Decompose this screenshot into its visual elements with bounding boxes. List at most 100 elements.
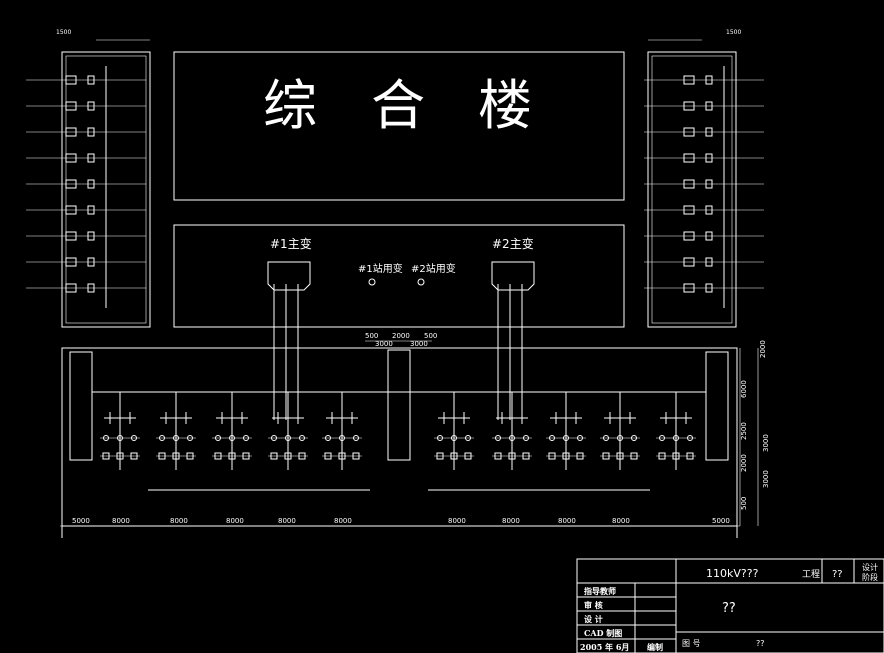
dim-center-mid-2: 3000 xyxy=(410,340,428,348)
rack-disconnector xyxy=(87,101,95,111)
main-transformer-1-label: #1主变 xyxy=(270,236,312,251)
bay-ct-symbol xyxy=(229,435,235,441)
rack-disconnector xyxy=(87,153,95,163)
transformer-yard xyxy=(173,224,625,328)
dim-bottom-11: 5000 xyxy=(712,517,730,525)
main-transformer-2-label: #2主变 xyxy=(492,236,534,251)
bay-ct-symbol xyxy=(299,435,305,441)
bay-ct-symbol xyxy=(673,435,679,441)
bay-switch-symbol xyxy=(562,452,570,460)
building-char-1: 综 xyxy=(263,74,317,137)
rack-breaker xyxy=(683,153,695,163)
rack-disconnector xyxy=(87,205,95,215)
rack-disconnector xyxy=(87,127,95,137)
bay-ct-symbol xyxy=(687,435,693,441)
bay-ct-symbol xyxy=(523,435,529,441)
bay-switch-symbol xyxy=(352,452,360,460)
row-review: 审 核 xyxy=(584,600,603,610)
rack-disconnector xyxy=(705,127,713,137)
rack-breaker xyxy=(683,205,695,215)
rack-disconnector xyxy=(705,101,713,111)
bay-ct-symbol xyxy=(173,435,179,441)
project-label: 工程 xyxy=(802,569,820,580)
rack-breaker xyxy=(683,127,695,137)
right-bay-frame xyxy=(647,51,737,328)
bay-switch-symbol xyxy=(172,452,180,460)
left-feeder-bays xyxy=(100,392,362,470)
bay-ct-symbol xyxy=(271,435,277,441)
bay-switch-symbol xyxy=(214,452,222,460)
rack-disconnector xyxy=(87,75,95,85)
building-outline xyxy=(173,51,625,201)
dim-right-4: 3000 xyxy=(762,434,770,452)
bay-switch-symbol xyxy=(658,452,666,460)
bay-switch-symbol xyxy=(186,452,194,460)
bay-ct-symbol xyxy=(103,435,109,441)
row-cad: CAD 制图 xyxy=(584,628,622,638)
stage-sub: 阶段 xyxy=(862,572,878,582)
bay-ct-symbol xyxy=(353,435,359,441)
rack-disconnector xyxy=(705,283,713,293)
bay-ct-symbol xyxy=(631,435,637,441)
dim-bottom-4: 8000 xyxy=(226,517,244,525)
bay-switch-symbol xyxy=(576,452,584,460)
rack-breaker xyxy=(65,205,77,215)
bay-switch-symbol xyxy=(450,452,458,460)
building-char-3: 楼 xyxy=(478,74,532,137)
station-transformer-1-label: #1站用变 xyxy=(358,262,403,275)
dim-right-6: 3000 xyxy=(762,470,770,488)
project-name: 110kV??? xyxy=(706,567,759,580)
bay-ct-symbol xyxy=(437,435,443,441)
bay-switch-symbol xyxy=(508,452,516,460)
bay-switch-symbol xyxy=(548,452,556,460)
stage-label: 设计 xyxy=(862,562,878,572)
rack-breaker xyxy=(683,231,695,241)
bay-switch-symbol xyxy=(464,452,472,460)
project-value: ?? xyxy=(832,569,843,580)
bay-switch-symbol xyxy=(228,452,236,460)
date-text: 2005 年 6月 xyxy=(580,642,629,652)
bay-switch-symbol xyxy=(242,452,250,460)
bay-ct-symbol xyxy=(659,435,665,441)
rack-disconnector xyxy=(87,179,95,189)
dim-bottom-7: 8000 xyxy=(448,517,466,525)
rack-breaker xyxy=(65,75,77,85)
dim-right-5: 2000 xyxy=(740,454,748,472)
dim-top-left: 1500 xyxy=(56,29,71,36)
rack-disconnector xyxy=(87,257,95,267)
bay-ct-symbol xyxy=(577,435,583,441)
drawing-no: ?? xyxy=(756,639,765,648)
bay-ct-symbol xyxy=(325,435,331,441)
bay-switch-symbol xyxy=(298,452,306,460)
rack-disconnector xyxy=(87,231,95,241)
rack-breaker xyxy=(65,101,77,111)
main-transformer-1-symbol xyxy=(267,261,311,291)
rack-disconnector xyxy=(705,257,713,267)
bay-switch-symbol xyxy=(672,452,680,460)
dim-bottom-3: 8000 xyxy=(170,517,188,525)
bottom-dimensions: 5000 8000 8000 8000 8000 8000 8000 8000 … xyxy=(72,517,730,525)
bay-switch-symbol xyxy=(686,452,694,460)
bay-switch-symbol xyxy=(158,452,166,460)
bay-switch-symbol xyxy=(436,452,444,460)
bay-ct-symbol xyxy=(603,435,609,441)
bay-switch-symbol xyxy=(116,452,124,460)
dim-bottom-5: 8000 xyxy=(278,517,296,525)
rack-disconnector xyxy=(87,283,95,293)
bay-switch-symbol xyxy=(630,452,638,460)
bay-switch-symbol xyxy=(338,452,346,460)
rack-breaker xyxy=(683,283,695,293)
bay-ct-symbol xyxy=(243,435,249,441)
bay-ct-symbol xyxy=(563,435,569,441)
bay-switch-symbol xyxy=(522,452,530,460)
bay-switch-symbol xyxy=(102,452,110,460)
bay-ct-symbol xyxy=(285,435,291,441)
bay-ct-symbol xyxy=(509,435,515,441)
rack-disconnector xyxy=(705,75,713,85)
row-advisor: 指导教师 xyxy=(584,586,616,596)
dim-bottom-9: 8000 xyxy=(558,517,576,525)
drawing-name: ?? xyxy=(722,601,736,616)
station-transformer-2-label: #2站用变 xyxy=(411,262,456,275)
rack-breaker xyxy=(65,179,77,189)
